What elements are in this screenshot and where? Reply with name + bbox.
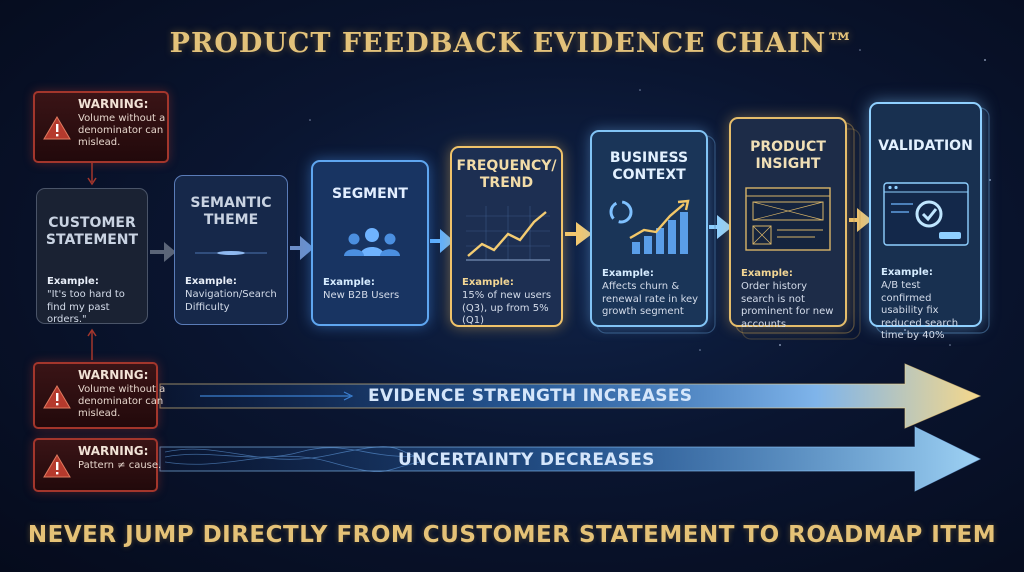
evidence-lead-arrowhead [343,391,354,401]
uncertainty-label: UNCERTAINTY DECREASES [398,450,655,470]
uncertainty-waves [164,446,421,473]
example-text: Affects churn & renewal rate in key grow… [602,281,699,317]
example-text: 15% of new users (Q3), up from 5% (Q1) [462,290,552,326]
warning-triangle-icon [43,454,71,478]
warning-triangle-icon [43,116,71,140]
evidence-strength-arrow [159,363,982,429]
stage-card-semantic-theme: SEMANTIC THEME Example: Navigation/Searc… [174,175,288,325]
stage-title: FREQUENCY/ TREND [456,158,557,191]
warning-box-pattern-cause: WARNING: Pattern ≠ cause. [33,438,161,492]
warning-connector-top-head [87,177,97,186]
line-spark-icon [195,251,267,255]
stage-connectors [150,208,872,262]
example-label: Example: [47,276,99,287]
stage-title: BUSINESS CONTEXT [609,150,689,183]
users-icon [344,228,400,256]
example-label: Example: [185,276,237,287]
example-text: New B2B Users [323,290,400,301]
stage-title: PRODUCT INSIGHT [750,139,826,172]
warning-title: WARNING: [78,97,149,111]
warning-title: WARNING: [78,368,149,382]
trend-line-icon [466,206,550,261]
example-text: "It's too hard to find my past orders." [47,289,125,325]
warning-triangle-icon [43,385,71,409]
stage-card-customer-statement: CUSTOMER STATEMENT Example: "It's too ha… [36,188,148,325]
stage-title: SEMANTIC THEME [190,195,272,228]
example-label: Example: [741,268,793,279]
example-label: Example: [462,277,514,288]
warning-box-denominator-top: WARNING: Volume without a denominator ca… [33,91,169,163]
example-label: Example: [602,268,654,279]
uncertainty-arrow [159,426,982,492]
stage-card-product-insight: PRODUCT INSIGHT Example: Order history s… [729,117,847,330]
warning-title: WARNING: [78,444,149,458]
star-field [309,49,991,351]
stage-card-business-context: BUSINESS CONTEXT Example: Affects churn … [590,130,708,327]
warning-text: Volume without a denominator can mislead… [78,113,166,148]
stage-card-validation: VALIDATION Example: A/B test confirmed u… [869,102,982,341]
footer-warning-text: NEVER JUMP DIRECTLY FROM CUSTOMER STATEM… [27,522,997,548]
warning-connector-mid-head [87,328,97,337]
stage-title: SEGMENT [332,186,408,202]
example-label: Example: [323,277,375,288]
stage-title: CUSTOMER STATEMENT [45,215,139,248]
stage-card-frequency-trend: FREQUENCY/ TREND Example: 15% of new use… [450,146,563,327]
example-text: Order history search is not prominent fo… [741,281,834,330]
diagram-title: PRODUCT FEEDBACK EVIDENCE CHAIN™ [169,28,855,59]
evidence-strength-label: EVIDENCE STRENGTH INCREASES [368,386,693,406]
warning-text: Pattern ≠ cause. [78,460,162,471]
example-text: Navigation/Search Difficulty [185,289,277,313]
wireframe-icon [745,187,831,251]
stage-title: VALIDATION [878,138,973,154]
example-text: A/B test confirmed usability fix reduced… [881,280,959,341]
warning-text: Volume without a denominator can mislead… [78,384,166,419]
example-label: Example: [881,267,933,278]
growth-bars-icon [609,199,690,254]
stage-card-segment: SEGMENT Example: New B2B Users [311,160,429,326]
warning-box-denominator-bottom: WARNING: Volume without a denominator ca… [33,362,165,429]
checked-window-icon [883,182,969,246]
